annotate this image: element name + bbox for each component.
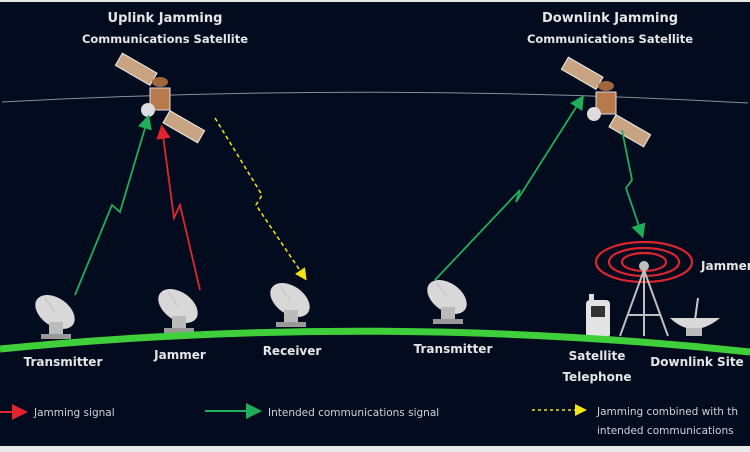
jammer-dish-icon xyxy=(150,280,206,334)
intended-signal-downlink xyxy=(621,129,646,239)
intended-signal-uplink-2 xyxy=(434,94,584,281)
label-jammer-2: Jammer xyxy=(700,259,750,273)
downlink-satellite-icon xyxy=(560,56,652,148)
bottom-border xyxy=(0,446,750,452)
label-jammer: Jammer xyxy=(153,348,206,362)
downlink-title: Downlink Jamming xyxy=(542,11,678,26)
intended-signal-uplink xyxy=(74,114,152,296)
transmitter-2-dish-icon xyxy=(419,271,475,325)
legend-intended: Intended communications signal xyxy=(268,407,439,419)
legend-combined-1: Jamming combined with th xyxy=(596,406,738,418)
ground-line xyxy=(0,327,750,356)
label-satellite-phone-2: Telephone xyxy=(562,370,631,384)
label-satellite-phone-1: Satellite xyxy=(569,349,626,363)
combined-signal-downlink xyxy=(214,117,307,281)
uplink-subtitle: Communications Satellite xyxy=(82,32,248,46)
label-transmitter-2: Transmitter xyxy=(414,342,493,356)
satellite-phone-icon xyxy=(586,294,610,338)
orbit-line xyxy=(1,91,749,104)
transmitter-dish-icon xyxy=(27,286,83,340)
receiver-dish-icon xyxy=(262,274,318,328)
jamming-signal-uplink xyxy=(156,124,201,291)
uplink-satellite-icon xyxy=(114,52,206,144)
label-transmitter: Transmitter xyxy=(24,355,103,369)
label-downlink-site: Downlink Site xyxy=(650,355,743,369)
tower-icon xyxy=(619,261,669,337)
uplink-title: Uplink Jamming xyxy=(108,11,223,26)
label-receiver: Receiver xyxy=(263,344,322,358)
top-border xyxy=(0,0,750,2)
downlink-subtitle: Communications Satellite xyxy=(527,32,693,46)
legend-jamming: Jamming signal xyxy=(33,407,115,419)
legend-combined-2: intended communications xyxy=(597,425,734,437)
downlink-site-dish-icon xyxy=(670,297,720,336)
